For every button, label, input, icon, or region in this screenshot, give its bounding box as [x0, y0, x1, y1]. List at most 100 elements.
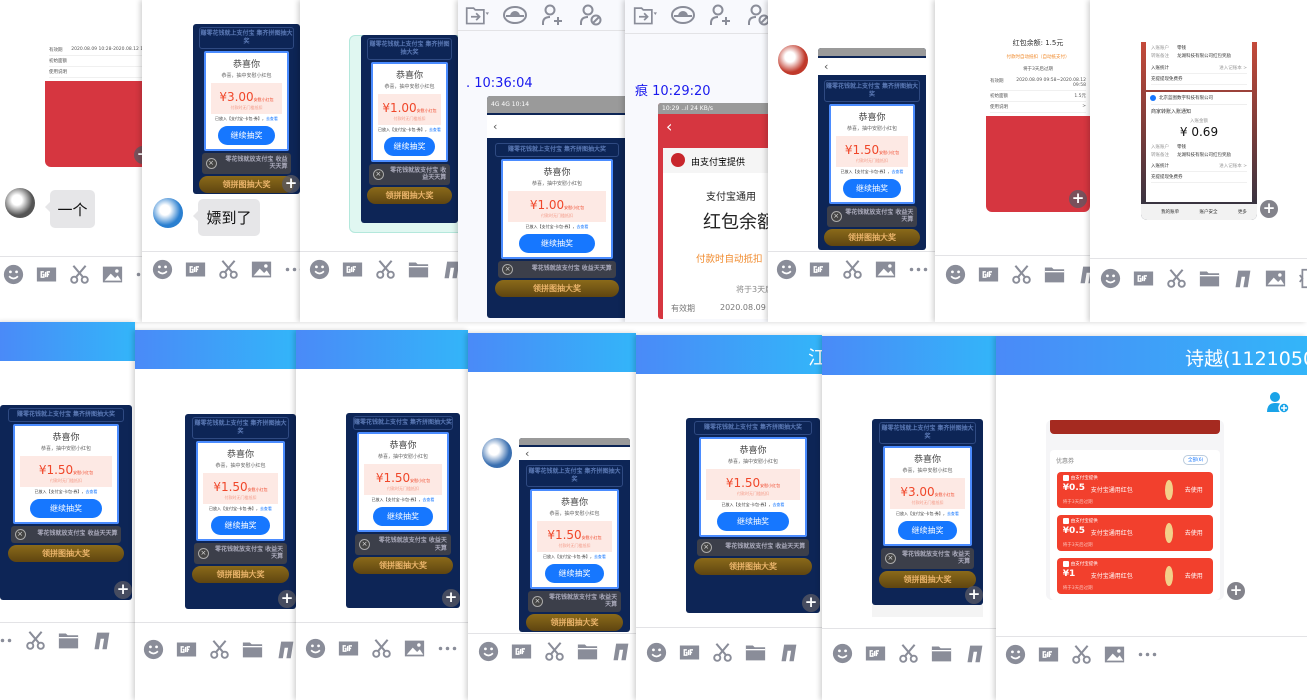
add-user-icon[interactable] — [541, 3, 565, 27]
image-icon[interactable] — [1104, 644, 1125, 665]
image-icon[interactable] — [102, 264, 123, 285]
screenshot-image[interactable]: 赚零花钱就上支付宝 集齐拼图抽大奖恭喜你恭喜，抽中安慰小红包¥1.50安慰小红包… — [346, 413, 460, 608]
smile-icon[interactable] — [1100, 268, 1121, 289]
zoom-in-icon[interactable]: + — [1227, 582, 1245, 600]
image-icon[interactable] — [404, 638, 425, 659]
receipt-tab[interactable]: 我的账单 — [1161, 210, 1180, 215]
stats-link[interactable]: 进入记账本 > — [1219, 164, 1247, 169]
gif-icon[interactable] — [338, 638, 359, 659]
scissors-icon[interactable] — [1166, 268, 1187, 289]
n-icon[interactable] — [275, 639, 296, 660]
close-popup-icon[interactable]: × — [884, 552, 896, 564]
gif-icon[interactable] — [978, 264, 999, 285]
scissors-icon[interactable] — [712, 642, 733, 663]
screenshot-image[interactable]: 4G 4G 10:14‹赚零花钱就上支付宝 集齐拼图抽大奖恭喜你恭喜，抽中安慰小… — [487, 96, 625, 318]
smile-icon[interactable] — [3, 264, 24, 285]
smile-icon[interactable] — [478, 641, 499, 662]
continue-draw-button[interactable]: 继续抽奖 — [897, 520, 958, 540]
smile-icon[interactable] — [305, 638, 326, 659]
draw-puzzle-button[interactable]: 领拼图抽大奖 — [878, 571, 977, 589]
view-link[interactable]: 去查看 — [265, 115, 278, 121]
close-popup-icon[interactable]: × — [830, 210, 842, 222]
zoom-in-icon[interactable]: + — [442, 589, 460, 607]
back-chevron-icon[interactable]: ‹ — [666, 117, 673, 136]
avatar[interactable] — [778, 45, 808, 75]
stats-row[interactable]: 入账统计进入记账本 > — [1151, 63, 1247, 74]
continue-draw-button[interactable]: 继续抽奖 — [544, 563, 605, 583]
screenshot-image[interactable]: 赚零花钱就上支付宝 集齐拼图抽大奖恭喜你恭喜，抽中安慰小红包¥1.50安慰小红包… — [185, 414, 296, 609]
gif-icon[interactable] — [679, 642, 700, 663]
image-icon[interactable] — [875, 259, 896, 280]
draw-puzzle-button[interactable]: 领拼图抽大奖 — [199, 176, 294, 194]
smile-icon[interactable] — [152, 259, 173, 280]
folder-icon[interactable] — [1199, 268, 1220, 289]
close-popup-icon[interactable]: × — [14, 528, 26, 540]
avatar[interactable] — [153, 198, 183, 228]
close-popup-icon[interactable]: × — [700, 541, 712, 553]
scissors-icon[interactable] — [371, 638, 392, 659]
scissors-icon[interactable] — [218, 259, 239, 280]
draw-puzzle-button[interactable]: 领拼图抽大奖 — [525, 614, 624, 632]
n-icon[interactable] — [964, 643, 985, 664]
draw-puzzle-button[interactable]: 领拼图抽大奖 — [495, 279, 619, 297]
dome-icon[interactable] — [671, 3, 695, 27]
continue-draw-button[interactable]: 继续抽奖 — [30, 498, 102, 518]
n-icon[interactable] — [610, 641, 631, 662]
smile-icon[interactable] — [1005, 644, 1026, 665]
block-user-icon[interactable] — [747, 3, 768, 27]
receipt-tab[interactable]: 账户安全 — [1199, 210, 1218, 215]
smile-icon[interactable] — [646, 642, 667, 663]
use-coupon-button[interactable]: 去使用 — [1184, 573, 1203, 580]
gif-icon[interactable] — [176, 639, 197, 660]
smile-icon[interactable] — [143, 639, 164, 660]
more-icon[interactable] — [1137, 644, 1158, 665]
zoom-in-icon[interactable]: + — [114, 581, 132, 599]
scissors-icon[interactable] — [209, 639, 230, 660]
continue-draw-button[interactable]: 继续抽奖 — [372, 506, 434, 526]
scissors-icon[interactable] — [544, 641, 565, 662]
smile-icon[interactable] — [309, 259, 330, 280]
image-icon[interactable] — [1265, 268, 1286, 289]
scissors-icon[interactable] — [69, 264, 90, 285]
gif-icon[interactable] — [809, 259, 830, 280]
folder-icon[interactable] — [58, 630, 79, 651]
continue-draw-button[interactable]: 继续抽奖 — [843, 178, 901, 198]
n-icon[interactable] — [1232, 268, 1253, 289]
scissors-icon[interactable] — [1011, 264, 1032, 285]
screenshot-image[interactable]: ‹赚零花钱就上支付宝 集齐拼图抽大奖恭喜你恭喜，抽中安慰小红包¥1.50安慰小红… — [818, 48, 926, 250]
zoom-in-icon[interactable]: + — [1069, 190, 1087, 208]
continue-draw-button[interactable]: 继续抽奖 — [384, 136, 435, 156]
block-user-icon[interactable] — [579, 3, 603, 27]
screenshot-image[interactable]: 赚零花钱就上支付宝 集齐拼图抽大奖恭喜你恭喜，抽中安慰小红包¥1.50安慰小红包… — [0, 405, 132, 600]
n-icon[interactable] — [91, 630, 112, 651]
close-popup-icon[interactable]: × — [531, 595, 543, 607]
alipay-screenshot[interactable]: 10:29 ..ıl 24 KB/s‹由支付宝提供支付宝通用红包余额付款时自动抵… — [658, 103, 768, 319]
receipt-screenshot[interactable]: 入账账户零钱转账备注龙湖科技有限公司红包奖励入账统计进入记账本 >充提提现免费券… — [1141, 42, 1257, 220]
free-row[interactable]: 充提提现免费券 — [1151, 74, 1247, 85]
gif-icon[interactable] — [185, 259, 206, 280]
share-folder-icon[interactable] — [465, 3, 489, 27]
view-link[interactable]: 去查看 — [85, 488, 98, 494]
zoom-in-icon[interactable]: + — [134, 146, 142, 164]
n-icon[interactable] — [778, 642, 799, 663]
back-chevron-icon[interactable]: ‹ — [487, 115, 625, 138]
draw-puzzle-button[interactable]: 领拼图抽大奖 — [694, 557, 812, 575]
zoom-in-icon[interactable]: + — [1260, 200, 1278, 218]
view-link[interactable]: 去查看 — [428, 126, 441, 132]
stats-link[interactable]: 进入记账本 > — [1219, 66, 1247, 71]
scissors-icon[interactable] — [25, 630, 46, 651]
zoom-in-icon[interactable]: + — [282, 175, 300, 193]
gif-icon[interactable] — [511, 641, 532, 662]
screenshot-image[interactable]: 赚零花钱就上支付宝 集齐拼图抽大奖恭喜你恭喜，抽中安慰小红包¥3.00安慰小红包… — [872, 419, 983, 605]
scissors-icon[interactable] — [842, 259, 863, 280]
zoom-in-icon[interactable]: + — [802, 594, 820, 612]
continue-draw-button[interactable]: 继续抽奖 — [716, 511, 790, 531]
all-coupons-button[interactable]: 全部(6) — [1183, 455, 1209, 465]
screenshot-image[interactable]: ‹赚零花钱就上支付宝 集齐拼图抽大奖恭喜你恭喜，抽中安慰小红包¥1.50安慰小红… — [519, 438, 630, 632]
receipt-tab[interactable]: 更多 — [1237, 210, 1247, 215]
zoom-in-icon[interactable]: + — [965, 586, 983, 604]
draw-puzzle-button[interactable]: 领拼图抽大奖 — [191, 566, 290, 584]
